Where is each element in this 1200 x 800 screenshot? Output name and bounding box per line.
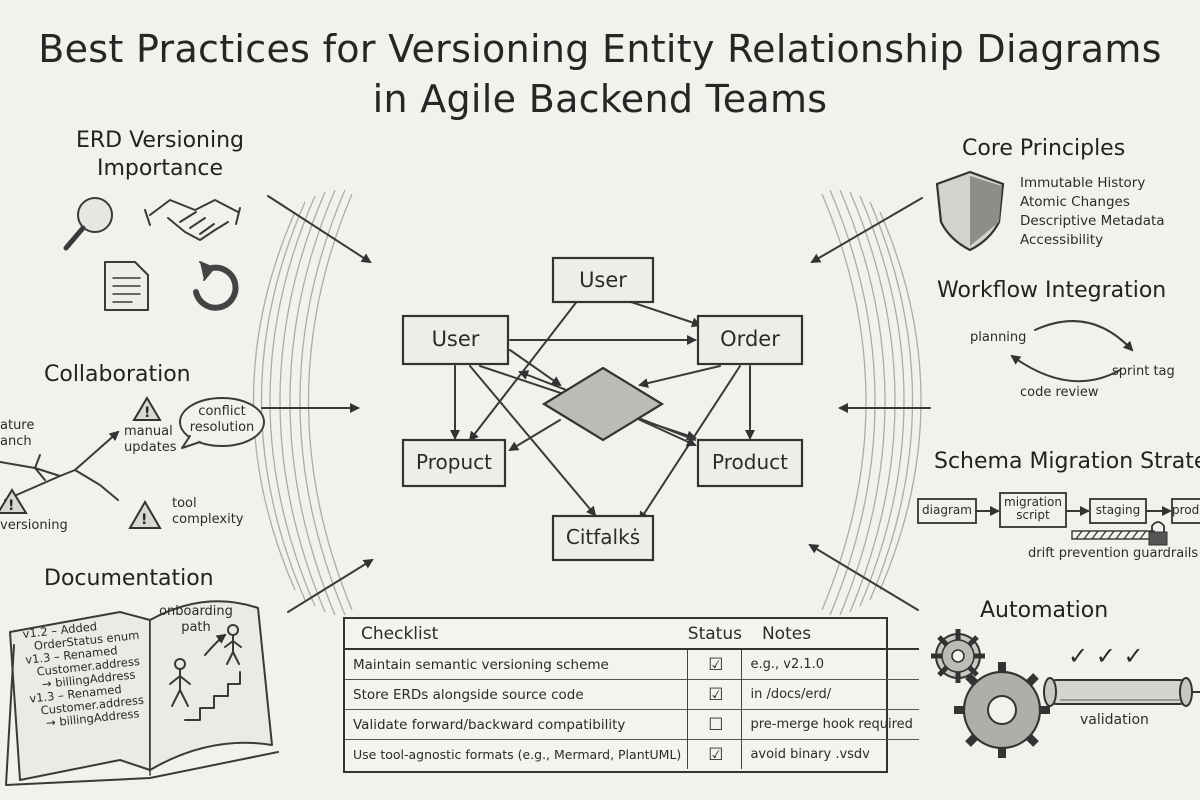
feature-branch-label-1: ature [0, 418, 35, 433]
checklist-note: pre-merge hook required [741, 709, 919, 740]
checklist-row: Maintain semantic versioning scheme ☑ e.… [345, 648, 919, 680]
svg-text:!: ! [8, 498, 14, 514]
small-gear-icon [931, 629, 985, 683]
tool-complexity-label-2: complexity [172, 512, 244, 527]
checklist-row: Use tool-agnostic formats (e.g., Mermard… [345, 739, 919, 769]
checklist-item-text: Maintain semantic versioning scheme [345, 648, 688, 680]
guardrails-label: drift prevention guardrails [1028, 546, 1199, 561]
checklist-item-text: Use tool-agnostic formats (e.g., Mermard… [345, 739, 688, 769]
erd-label-product: Product [712, 450, 788, 474]
checklist-note: e.g., v2.1.0 [741, 648, 919, 680]
erd-entity-citfalks [551, 514, 655, 562]
checklist-note: avoid binary .vsdv [741, 739, 919, 769]
open-book-icon [5, 600, 279, 786]
speech-bubble-icon [179, 397, 265, 449]
erd-importance-heading-1: ERD Versioning [75, 128, 245, 153]
erd-importance-heading-2: Importance [96, 156, 224, 181]
core-principles-list: Immutable History Atomic Changes Descrip… [1020, 174, 1165, 250]
feature-branch-label-2: anch [0, 434, 32, 449]
checklist-header-row: Checklist Status Notes [345, 619, 919, 650]
workflow-sprint-tag-label: sprint tag [1112, 364, 1175, 379]
step-production: produ [1172, 503, 1200, 517]
schema-migration-heading: Schema Migration Strateg [934, 449, 1200, 474]
step-migration-line-1: migration [1004, 495, 1062, 509]
validation-label: validation [1080, 712, 1149, 728]
checklist-note: in /docs/erd/ [741, 679, 919, 710]
changelog-list: v1.2 – Added OrderStatus enum v1.3 – Ren… [22, 616, 148, 732]
principle-item: Descriptive Metadata [1020, 213, 1165, 229]
onboarding-label-2: path [181, 620, 211, 635]
versioning-label: versioning [0, 518, 68, 533]
connector-arrows [261, 195, 931, 613]
magnifier-icon [63, 197, 113, 251]
checklist-status-checkbox[interactable]: ☑ [687, 679, 743, 710]
conflict-label-1: conflict [198, 404, 246, 419]
warning-icon-versioning: ! [0, 488, 28, 514]
manual-updates-label-2: updates [124, 440, 177, 455]
left-bracket-hatching [252, 189, 353, 616]
warning-icon-tool: ! [128, 499, 162, 529]
page-title-line-1: Best Practices for Versioning Entity Rel… [38, 27, 1162, 71]
validation-pipe-icon [1043, 677, 1200, 707]
erd-label-propuct: Propuct [416, 450, 492, 474]
checklist-row: Validate forward/backward compatibility … [345, 709, 919, 740]
manual-updates-label-1: manual [124, 424, 173, 439]
automation-heading: Automation [980, 598, 1109, 623]
core-principles-heading: Core Principles [962, 136, 1126, 161]
shield-icon [935, 170, 1005, 252]
checklist-status-checkbox[interactable]: ☐ [687, 709, 743, 740]
step-migration-script: migration script [1000, 496, 1066, 522]
workflow-code-review-label: code review [1020, 385, 1099, 400]
svg-text:!: ! [141, 512, 147, 528]
principle-item: Accessibility [1020, 232, 1104, 248]
erd-entity-user-left [401, 314, 510, 366]
step-migration-line-2: script [1016, 508, 1050, 522]
right-bracket-hatching [821, 189, 922, 616]
large-gear-icon [954, 662, 1050, 758]
page-title-line-2: in Agile Backend Teams [372, 77, 828, 121]
checklist-status-checkbox[interactable]: ☑ [687, 739, 743, 769]
undo-arrow-icon [193, 261, 239, 311]
conflict-label-2: resolution [189, 420, 255, 435]
principle-item: Atomic Changes [1020, 194, 1130, 210]
checklist-item-text: Validate forward/backward compatibility [345, 709, 688, 740]
erd-label-user-top: User [579, 268, 627, 292]
principle-item: Immutable History [1020, 175, 1146, 191]
onboarding-stairs-icon [169, 624, 242, 721]
workflow-heading: Workflow Integration [937, 278, 1167, 303]
checklist-row: Store ERDs alongside source code ☑ in /d… [345, 679, 919, 710]
workflow-planning-label: planning [970, 330, 1027, 345]
erd-entity-order [696, 314, 804, 366]
erd-label-citfalks: Citfalkṡ [565, 525, 641, 549]
erd-entity-product [696, 438, 804, 488]
checklist-header-item: Checklist [345, 619, 688, 650]
lock-icon [1148, 521, 1168, 546]
documentation-heading: Documentation [44, 566, 214, 591]
workflow-cycle-arrows [1010, 320, 1134, 383]
checklist-header-notes: Notes [741, 619, 919, 650]
erd-label-order: Order [720, 327, 780, 351]
document-icon [104, 261, 149, 311]
checklist-item-text: Store ERDs alongside source code [345, 679, 688, 710]
erd-relationship-diamond [541, 366, 665, 442]
warning-icon-manual: ! [132, 396, 162, 421]
automation-checkmarks: ✓ ✓ ✓ [1068, 642, 1144, 670]
handshake-icon [144, 199, 241, 241]
migration-pipeline [917, 492, 1200, 540]
onboarding-label-1: onboarding [159, 604, 233, 619]
collaboration-heading: Collaboration [44, 362, 191, 387]
checklist-header-status: Status [687, 619, 742, 650]
erd-entity-user-top [551, 256, 655, 304]
svg-text:!: ! [144, 405, 150, 421]
checklist-status-checkbox[interactable]: ☑ [687, 648, 743, 680]
tool-complexity-label-1: tool [172, 496, 197, 511]
step-diagram: diagram [922, 503, 972, 517]
checklist-table: Checklist Status Notes Maintain semantic… [343, 617, 919, 773]
erd-entity-propuct [401, 438, 507, 488]
step-staging: staging [1095, 503, 1141, 517]
erd-label-user-left: User [431, 327, 480, 351]
